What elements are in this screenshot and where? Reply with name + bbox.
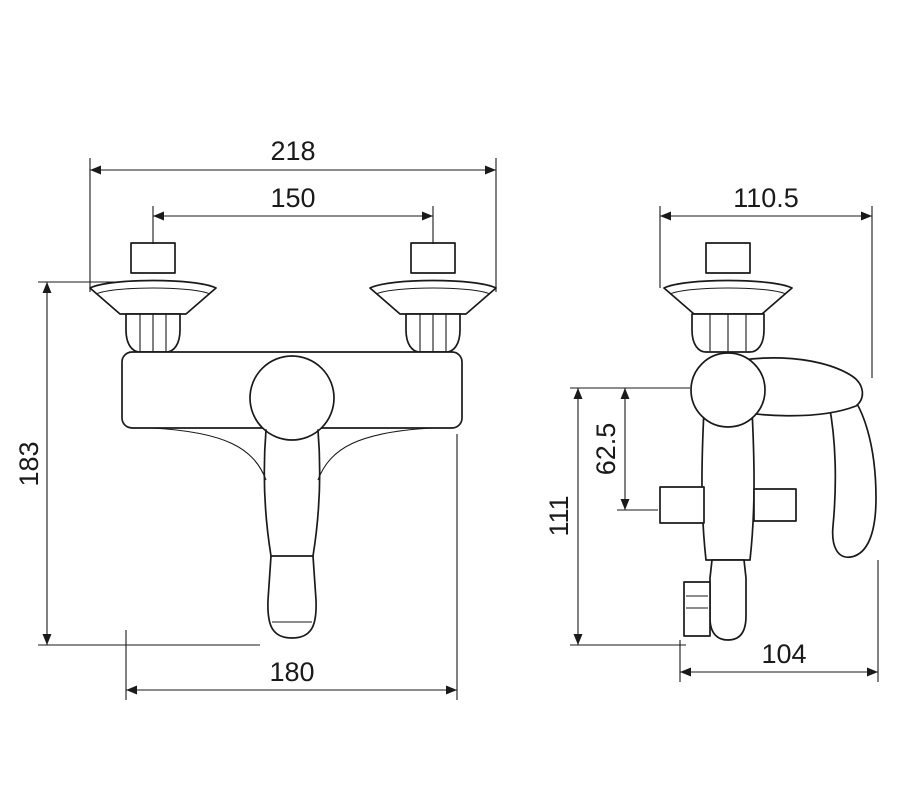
side-dimensions: 110.5 111 62.5 104	[544, 183, 879, 682]
diverter-knob	[683, 581, 711, 637]
mounting-nut-right-facets	[419, 314, 447, 352]
spout	[267, 555, 317, 639]
side-body-depth-label: 104	[761, 639, 806, 669]
escutcheon-left	[89, 279, 217, 315]
side-escutcheon	[663, 279, 793, 315]
escutcheon-right	[369, 279, 497, 315]
side-upper-height-label: 62.5	[591, 423, 621, 476]
handle-blade	[828, 385, 877, 558]
side-overall-depth-label: 110.5	[733, 183, 799, 213]
wall-stub-left	[130, 242, 176, 274]
body-fillet-left	[151, 427, 267, 481]
front-body-width-label: 180	[269, 657, 314, 687]
escutcheon-right-rim	[375, 287, 491, 295]
lever-edge-right	[312, 429, 321, 557]
side-escutcheon-rim	[669, 287, 787, 295]
front-dimensions: 218 150 183 180	[14, 136, 497, 700]
ext-lines-overall-width	[89, 158, 497, 292]
wall-stub-right	[410, 242, 456, 274]
escutcheon-left-rim	[95, 287, 211, 295]
front-overall-width-label: 218	[270, 136, 315, 166]
side-body-column	[701, 409, 755, 561]
front-overall-height-label: 183	[14, 441, 44, 486]
handle-dome	[249, 355, 335, 441]
pivot-ball	[690, 352, 766, 428]
rear-connector-side	[753, 488, 797, 522]
side-mounting-nut-facets	[709, 314, 747, 352]
front-view	[89, 242, 497, 639]
front-hole-spacing-label: 150	[270, 183, 315, 213]
body-fillet-right	[317, 427, 433, 481]
side-total-height-label: 111	[544, 495, 574, 536]
side-view	[659, 242, 877, 641]
side-lower-body	[709, 559, 747, 641]
lever-edge-left	[263, 429, 272, 557]
side-wall-stub	[705, 242, 751, 274]
spout-outlet-side	[659, 486, 705, 524]
diverter-knob-grip-lines	[686, 595, 708, 609]
mounting-nut-left-facets	[139, 314, 167, 352]
